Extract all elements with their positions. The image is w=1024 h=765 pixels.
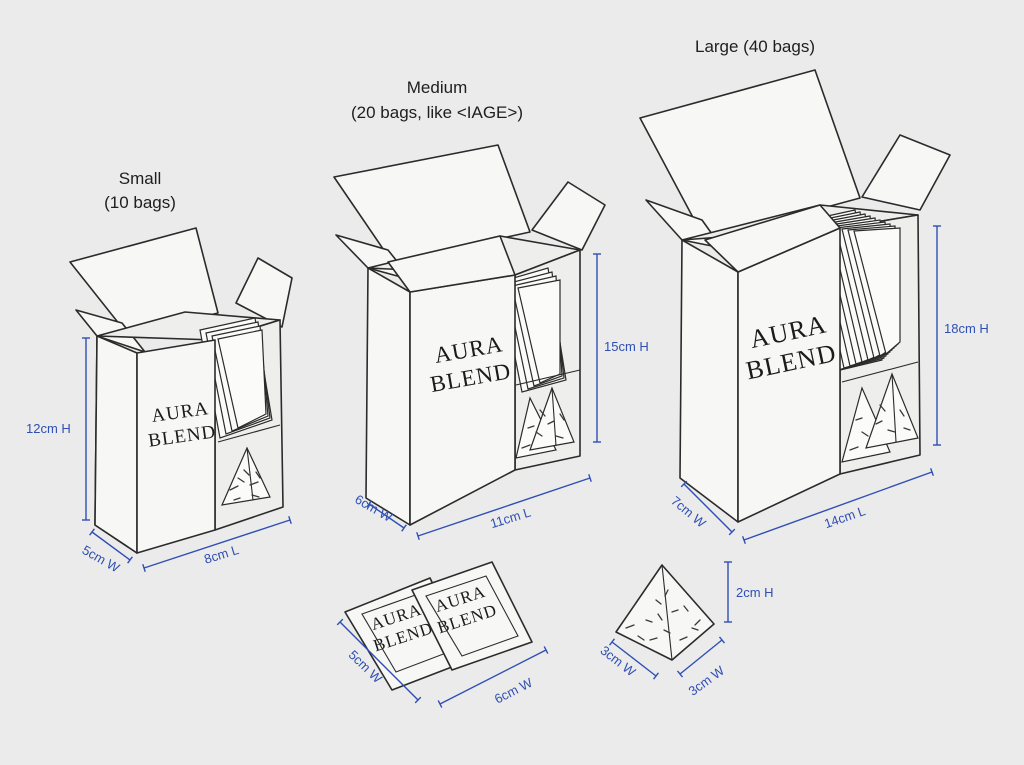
pyramid-bag-width-right-label: 3cm W: [686, 662, 728, 698]
large-box-height-label: 18cm H: [944, 321, 989, 336]
large-box-pyramid-bags: [841, 372, 919, 463]
sachet-right-width-label: 6cm W: [492, 675, 535, 707]
small-box-height-label: 12cm H: [26, 421, 71, 436]
pyramid-bag-height-label: 2cm H: [736, 585, 774, 600]
small-box-pyramid-bag: [221, 446, 271, 506]
pyramid-bag-width-right-dim: [676, 636, 726, 678]
medium-box-length-dim: [416, 473, 592, 541]
medium-box-width-dim: [366, 500, 407, 532]
large-box-width-label: 7cm W: [668, 493, 709, 531]
medium-box-length-label: 11cm L: [488, 505, 532, 532]
flat-sachets: AURA BLEND AURA BLEND 5cm W 6cm W: [336, 561, 549, 708]
pyramid-bag-body: [615, 564, 715, 661]
medium-box-side: [365, 267, 411, 526]
medium-box-height-label: 15cm H: [604, 339, 649, 354]
small-box-back-flap: [69, 227, 219, 336]
large-box-length-dim: [741, 468, 935, 544]
large-box: Large (40 bags) AURA BLEND: [639, 37, 989, 544]
large-box-shelf: [841, 361, 919, 383]
medium-box-sachets: [499, 267, 567, 393]
large-box-side: [679, 239, 739, 523]
small-box-subtitle: (10 bags): [104, 193, 176, 212]
large-box-title: Large (40 bags): [695, 37, 815, 56]
small-box-right-flap: [235, 257, 293, 328]
medium-box-shelf: [515, 369, 581, 386]
sachet-right: AURA BLEND: [411, 561, 533, 671]
small-box-width-dim: [89, 528, 133, 564]
medium-box-pyramid-bags: [515, 386, 575, 459]
medium-box-front: [409, 274, 516, 526]
small-box-length-label: 8cm L: [202, 542, 240, 567]
medium-box: Medium (20 bags, like <IAGE>) AURA BLEND…: [333, 78, 649, 541]
pyramid-bag-width-left-dim: [609, 638, 659, 680]
pyramid-bag-width-left-label: 3cm W: [598, 643, 640, 680]
small-box-title: Small: [119, 169, 162, 188]
large-box-length-label: 14cm L: [822, 503, 867, 531]
medium-box-right-flap: [531, 181, 606, 251]
medium-box-back-flap: [333, 144, 531, 263]
small-box-width-label: 5cm W: [80, 542, 123, 576]
small-box-shelf: [217, 424, 281, 443]
large-box-back-flap: [639, 69, 861, 241]
sachet-left-width-dim: [336, 618, 422, 704]
medium-box-front-top: [387, 235, 516, 293]
medium-box-subtitle: (20 bags, like <IAGE>): [351, 103, 523, 122]
large-box-right-flap: [861, 134, 951, 211]
small-box: Small (10 bags) AURA BLEND: [26, 169, 293, 576]
small-box-sachets: [199, 317, 273, 439]
large-box-width-dim: [680, 480, 736, 536]
sachet-right-width-dim: [437, 646, 549, 708]
large-box-front-top: [704, 204, 841, 273]
pyramid-bag: 2cm H 3cm W 3cm W: [598, 561, 774, 699]
small-box-side-panel: [94, 335, 138, 554]
medium-box-title: Medium: [407, 78, 467, 97]
small-box-length-dim: [142, 515, 292, 573]
